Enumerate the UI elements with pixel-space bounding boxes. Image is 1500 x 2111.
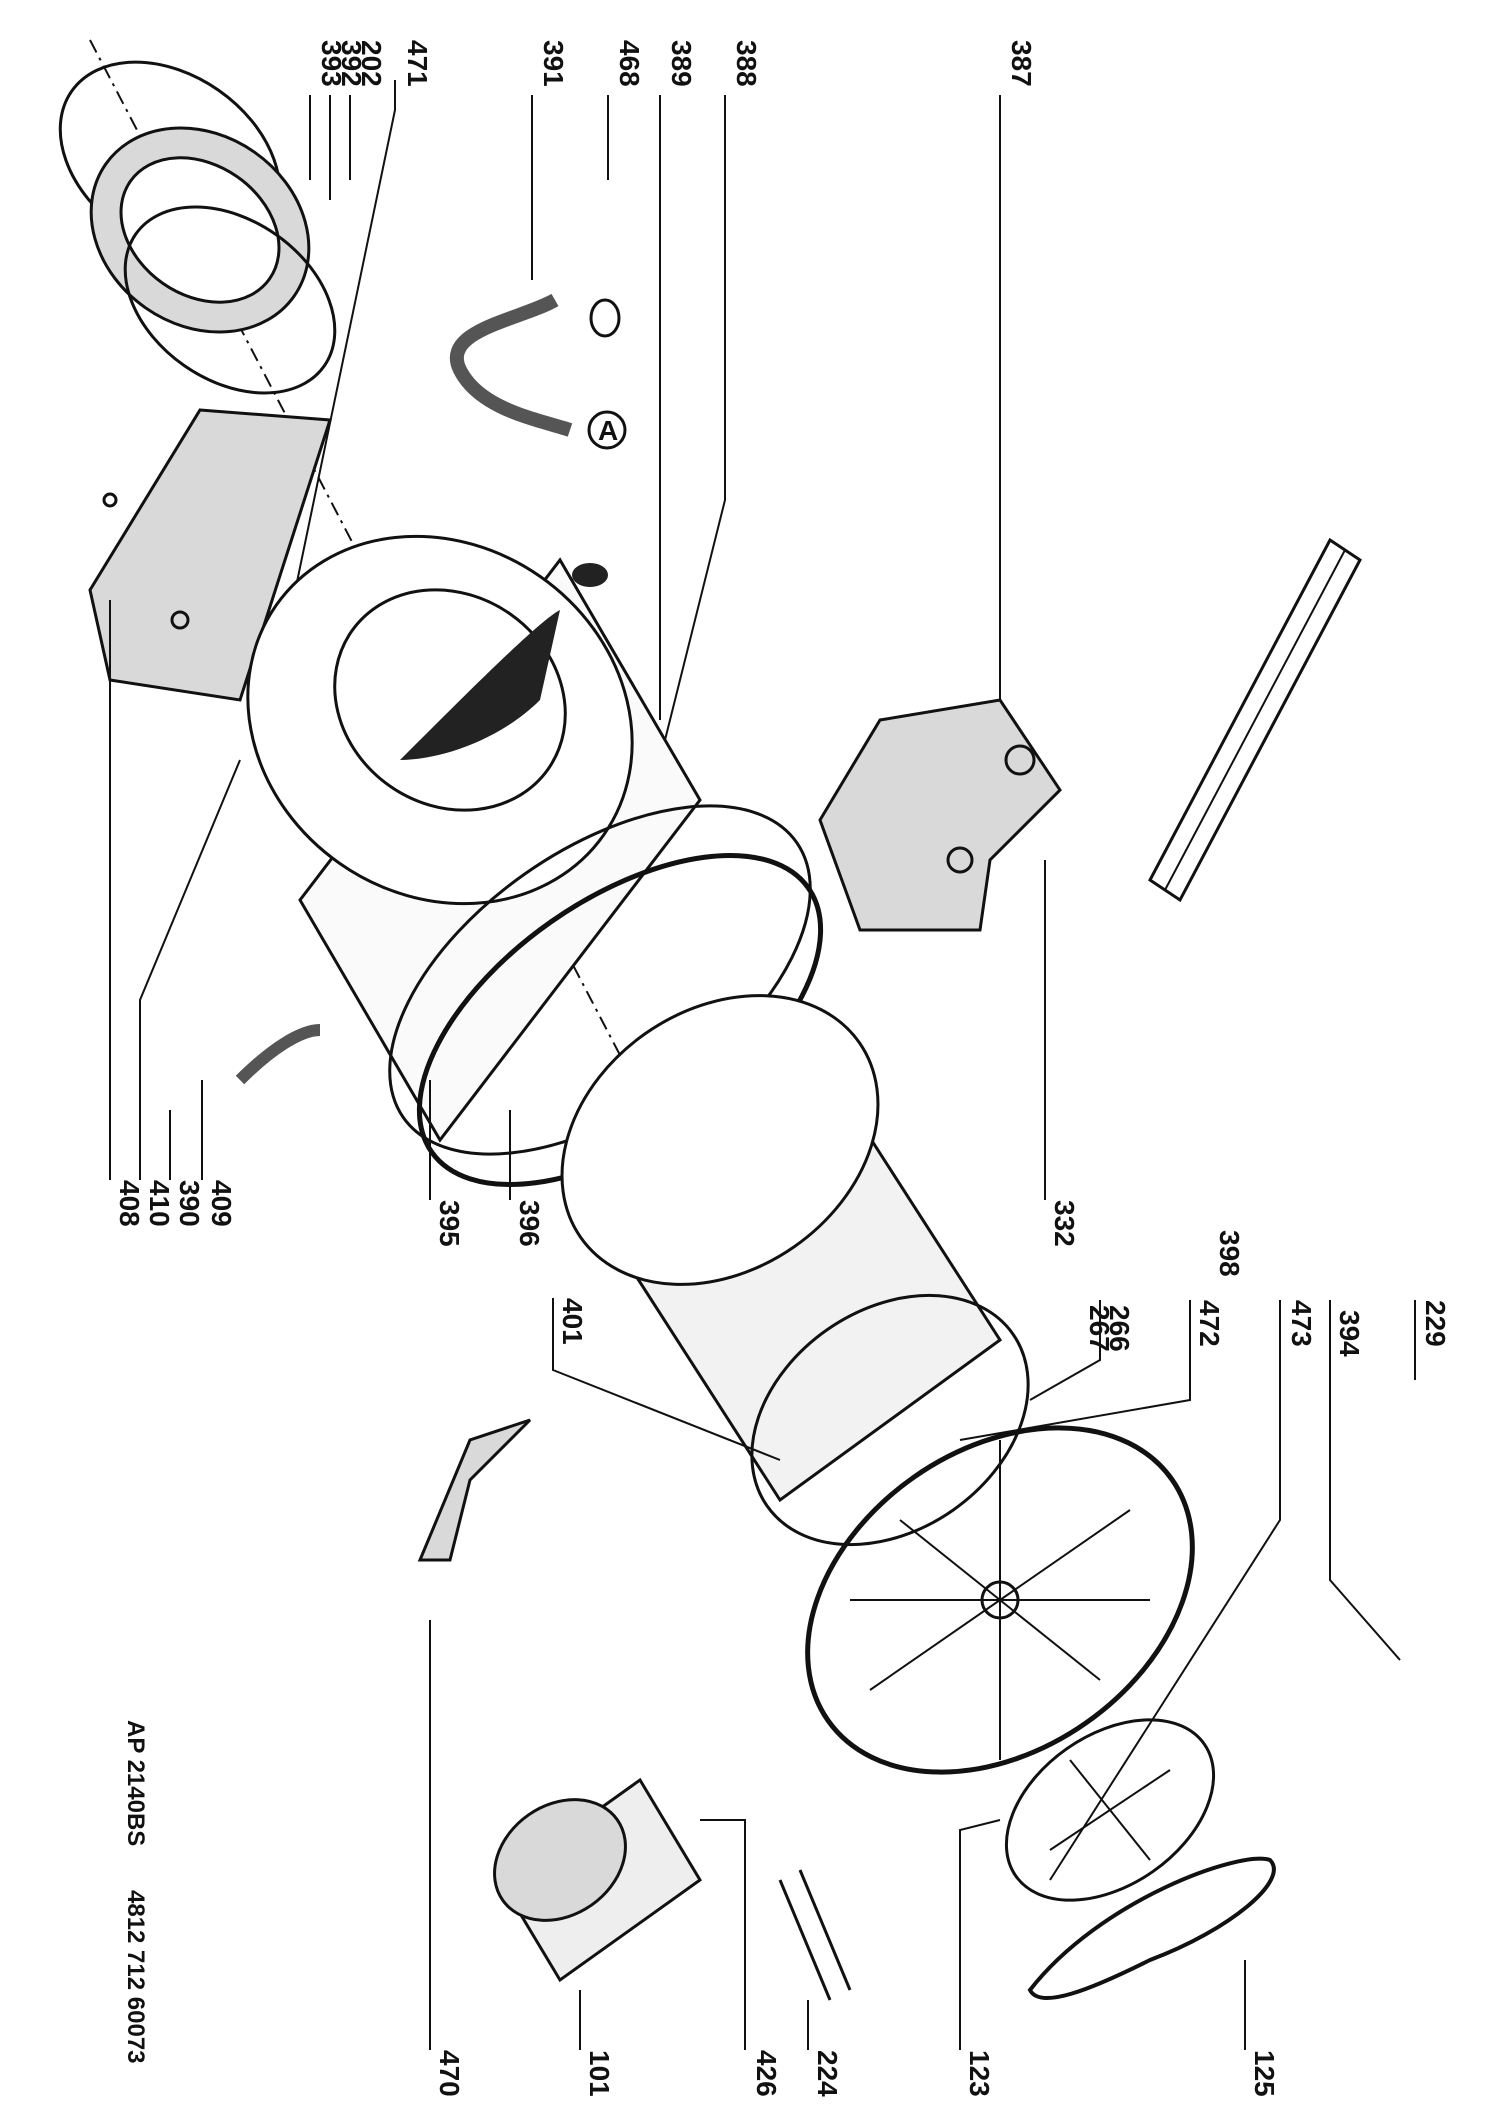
small-pulley (1004, 1718, 1216, 1902)
caption-code: 4812 712 60073 (122, 1890, 149, 2064)
front-counterweight (88, 408, 333, 702)
drive-belt (1027, 1856, 1276, 2000)
label-409: 409 (206, 1180, 237, 1227)
door-seal-assembly (58, 60, 337, 395)
label-471: 471 (402, 40, 433, 87)
pump-409 (235, 1024, 321, 1085)
label-468: 468 (614, 40, 645, 87)
perforated-drum (560, 994, 1030, 1547)
label-396: 396 (514, 1200, 545, 1247)
label-229: 229 (1420, 1300, 1451, 1347)
label-426: 426 (751, 2050, 782, 2097)
heater-224 (778, 1869, 852, 2001)
label-398: 398 (1214, 1230, 1245, 1277)
label-202: 202 (356, 40, 387, 87)
label-332: 332 (1049, 1200, 1080, 1247)
label-390: 390 (174, 1180, 205, 1227)
label-470: 470 (434, 2050, 465, 2097)
rear-counterweight (818, 698, 1062, 932)
label-401: 401 (557, 1298, 588, 1345)
label-389: 389 (666, 40, 697, 87)
label-395: 395 (434, 1200, 465, 1247)
motor (493, 1777, 702, 1983)
label-393: 393 (316, 40, 347, 87)
caption: AP 2140BS 4812 712 60073 (122, 1720, 149, 2064)
caption-model: AP 2140BS (122, 1720, 149, 1846)
label-472: 472 (1194, 1300, 1225, 1347)
label-388: 388 (731, 40, 762, 87)
label-266: 266 (1104, 1305, 1135, 1352)
outer-tub (246, 534, 702, 1143)
label-224: 224 (812, 2050, 843, 2097)
callout-a: A (598, 415, 618, 446)
bracket-470 (417, 1418, 532, 1562)
label-391: 391 (538, 40, 569, 87)
label-387: 387 (1006, 40, 1037, 87)
top-rail (1148, 537, 1362, 903)
label-392: 392 (336, 40, 367, 87)
label-408: 408 (114, 1180, 145, 1227)
label-101: 101 (584, 2050, 615, 2097)
label-473: 473 (1286, 1300, 1317, 1347)
label-123: 123 (964, 2050, 995, 2097)
label-125: 125 (1249, 2050, 1280, 2097)
leader-lines-bottom (109, 600, 1416, 2050)
large-pulley (805, 1425, 1195, 1775)
label-394: 394 (1334, 1310, 1365, 1357)
label-410: 410 (144, 1180, 175, 1227)
hose-391: A (450, 293, 627, 450)
